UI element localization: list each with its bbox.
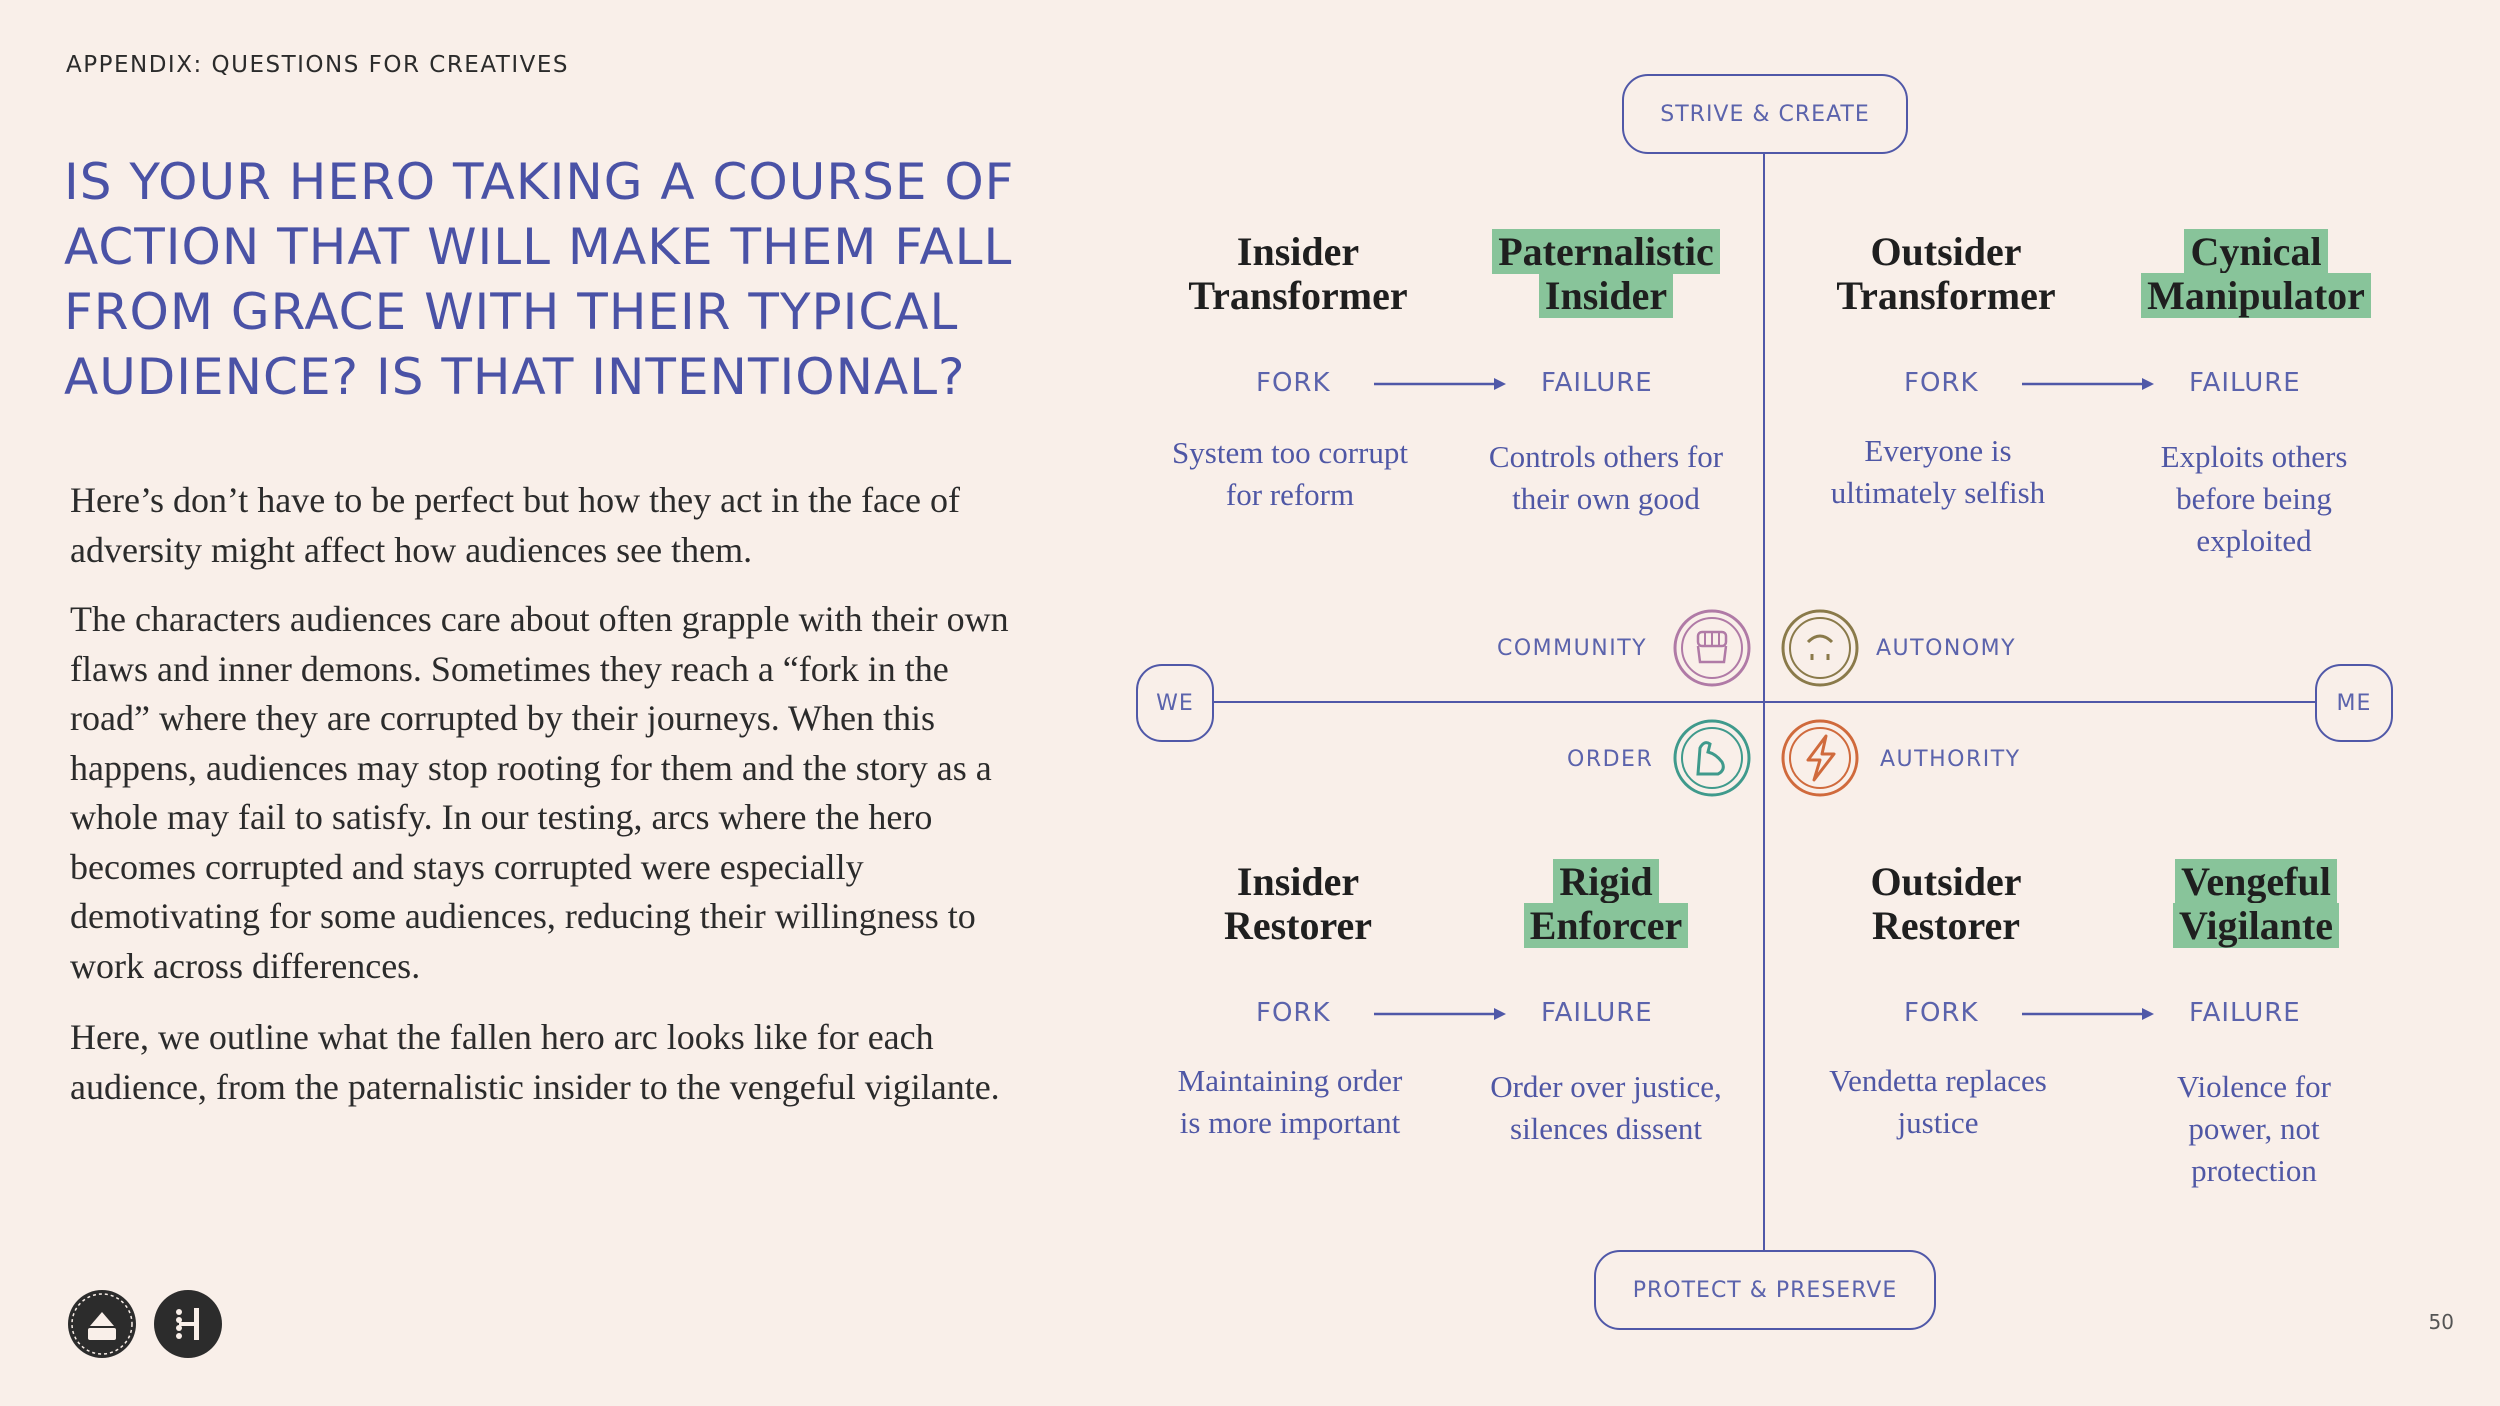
authority-label: AUTHORITY: [1880, 747, 2021, 772]
fork-description: Vendetta replaces justice: [1829, 1063, 2047, 1140]
fork-description: System too corrupt for reform: [1172, 435, 1408, 512]
axis-bottom-label: PROTECT & PRESERVE: [1594, 1250, 1936, 1330]
lightning-bolt-icon: [1781, 719, 1859, 797]
arrow-icon: [2022, 1008, 2154, 1020]
body-paragraph: The characters audiences care about ofte…: [70, 599, 1009, 986]
axis-right-label: ME: [2315, 664, 2393, 742]
autonomy-label: AUTONOMY: [1876, 636, 2017, 661]
failure-label: FAILURE: [2189, 998, 2301, 1028]
page-number: 50: [2428, 1310, 2454, 1334]
page-heading: IS YOUR HERO TAKING A COURSE OF ACTION T…: [64, 153, 1015, 406]
failure-label: FAILURE: [1541, 998, 1653, 1028]
axis-top-label: STRIVE & CREATE: [1622, 74, 1908, 154]
fork-description: Everyone is ultimately selfish: [1830, 433, 2046, 510]
fork-label: FORK: [1256, 998, 1331, 1028]
outline-paragraph: Here, we outline what the fallen hero ar…: [70, 1017, 1000, 1107]
democracy-2076-logo: [68, 1290, 136, 1358]
arrow-icon: [1374, 1008, 1506, 1020]
upside-down-smiley-icon: [1781, 609, 1859, 687]
failure-label: FAILURE: [2189, 368, 2301, 398]
axis-left-label: WE: [1136, 664, 1214, 742]
failure-description: Violence for power, not protection: [2177, 1069, 2331, 1188]
failure-description: Exploits others before being exploited: [2160, 439, 2348, 558]
failure-description: Order over justice, silences dissent: [1490, 1069, 1722, 1146]
appendix-label: APPENDIX: QUESTIONS FOR CREATIVES: [66, 52, 569, 78]
intro-paragraph: Here’s don’t have to be perfect but how …: [70, 480, 960, 570]
failure-label: FAILURE: [1541, 368, 1653, 398]
arrow-icon: [1374, 378, 1506, 390]
arrow-icon: [2022, 378, 2154, 390]
fist-icon: [1673, 609, 1751, 687]
fork-label: FORK: [1904, 998, 1979, 1028]
fork-label: FORK: [1904, 368, 1979, 398]
community-label: COMMUNITY: [1497, 636, 1648, 661]
fork-label: FORK: [1256, 368, 1331, 398]
failure-description: Controls others for their own good: [1488, 439, 1724, 516]
fork-description: Maintaining order is more important: [1177, 1063, 1403, 1140]
h-logo: [154, 1290, 222, 1358]
order-label: ORDER: [1567, 747, 1654, 772]
vertical-axis: [1763, 150, 1765, 1250]
horizontal-axis: [1210, 701, 2320, 703]
flexed-arm-icon: [1673, 719, 1751, 797]
